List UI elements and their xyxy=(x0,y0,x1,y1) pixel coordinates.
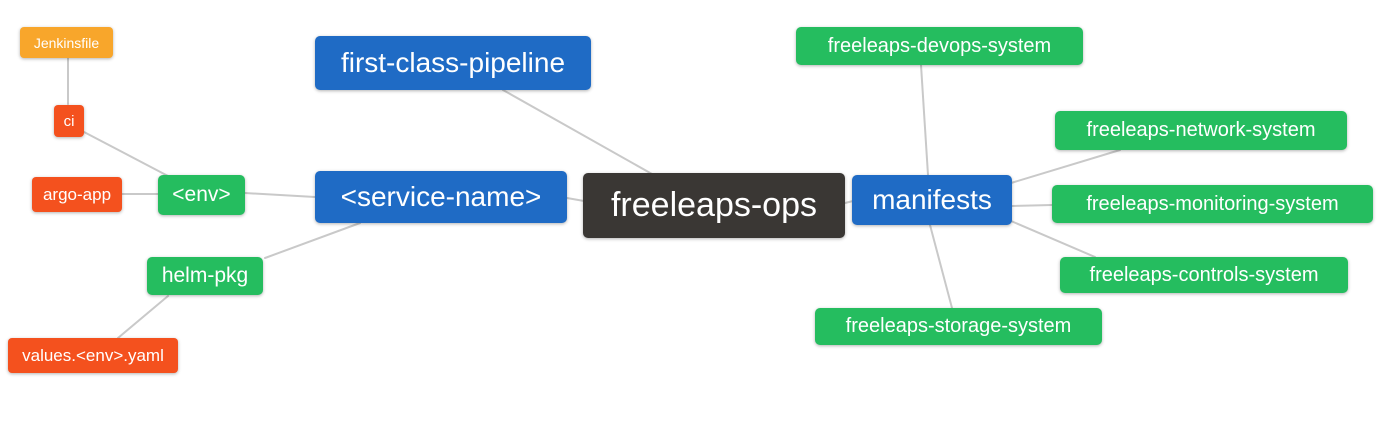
edge-service-freeleaps-ops xyxy=(566,197,585,202)
edge-manifests-devops xyxy=(920,64,929,176)
node-env[interactable]: <env> xyxy=(158,175,245,215)
edge-manifests-storage xyxy=(929,224,953,309)
node-monitoring-system[interactable]: freeleaps-monitoring-system xyxy=(1052,185,1373,223)
node-controls-system[interactable]: freeleaps-controls-system xyxy=(1060,257,1348,293)
edge-manifests-controls xyxy=(1010,220,1096,258)
edge-env-service-name xyxy=(244,192,316,198)
edge-helm-pkg-service-name xyxy=(264,222,361,259)
edge-pipeline-freeleaps-ops xyxy=(502,89,653,175)
node-manifests[interactable]: manifests xyxy=(852,175,1012,225)
node-freeleaps-ops-root[interactable]: freeleaps-ops xyxy=(583,173,845,238)
node-argo-app[interactable]: argo-app xyxy=(32,177,122,212)
node-service-name[interactable]: <service-name> xyxy=(315,171,567,223)
edge-ci-env xyxy=(83,131,169,177)
edge-values-helm-pkg xyxy=(117,295,169,339)
edge-freeleaps-ops-manifests xyxy=(844,200,854,204)
edge-manifests-monitoring xyxy=(1011,204,1053,207)
node-jenkinsfile[interactable]: Jenkinsfile xyxy=(20,27,113,58)
node-values-env-yaml[interactable]: values.<env>.yaml xyxy=(8,338,178,373)
node-helm-pkg[interactable]: helm-pkg xyxy=(147,257,263,295)
node-devops-system[interactable]: freeleaps-devops-system xyxy=(796,27,1083,65)
node-first-class-pipeline[interactable]: first-class-pipeline xyxy=(315,36,591,90)
node-storage-system[interactable]: freeleaps-storage-system xyxy=(815,308,1102,345)
node-ci[interactable]: ci xyxy=(54,105,84,137)
node-network-system[interactable]: freeleaps-network-system xyxy=(1055,111,1347,150)
edge-manifests-network xyxy=(1010,149,1121,184)
